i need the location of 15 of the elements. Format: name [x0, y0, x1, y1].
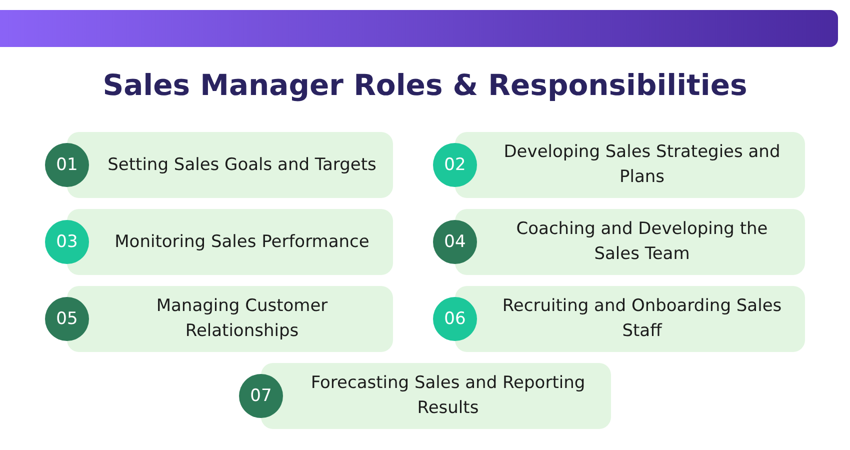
- number-badge: 03: [45, 220, 89, 264]
- item-text: Recruiting and Onboarding Sales Staff: [501, 295, 783, 343]
- item-text: Developing Sales Strategies and Plans: [502, 141, 782, 189]
- item-text: Setting Sales Goals and Targets: [108, 154, 376, 176]
- number-badge: 02: [433, 143, 477, 187]
- item-text: Monitoring Sales Performance: [114, 230, 370, 254]
- item-text: Managing Customer Relationships: [155, 295, 329, 343]
- item-text: Forecasting Sales and Reporting Results: [310, 372, 586, 420]
- number-badge: 01: [45, 143, 89, 187]
- title: Sales Manager Roles & Responsibilities: [102, 68, 748, 102]
- item-text: Coaching and Developing the Sales Team: [515, 218, 769, 266]
- number-badge: 06: [433, 297, 477, 341]
- number-badge: 07: [239, 374, 283, 418]
- number-badge: 05: [45, 297, 89, 341]
- number-badge: 04: [433, 220, 477, 264]
